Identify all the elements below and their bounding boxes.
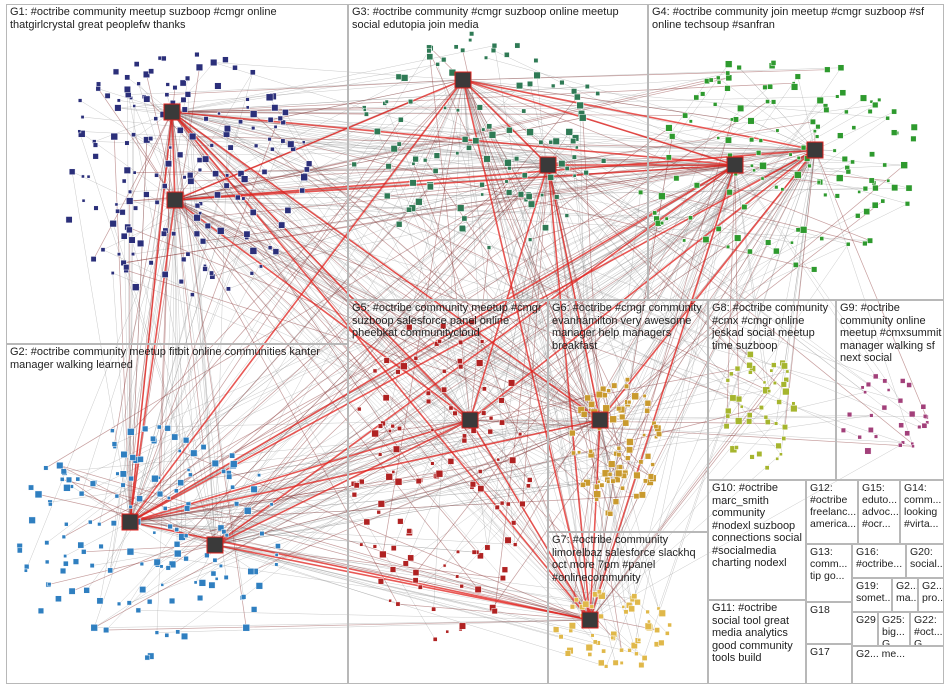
group-label-g21: G2... ma... xyxy=(896,580,915,604)
group-label-g12: G12: #octribe freelanc... america... xyxy=(810,482,855,530)
group-panel-g1: G1: #octribe community meetup suzboop #c… xyxy=(6,4,348,344)
group-panel-g24: G2... me... xyxy=(852,646,944,684)
group-label-g11: G11: #octribe social tool great media an… xyxy=(712,602,805,665)
group-panel-g12: G12: #octribe freelanc... america... xyxy=(806,480,858,544)
group-panel-g16: G16: #octribe... xyxy=(852,544,906,578)
group-label-g14: G14: comm... looking #virta... xyxy=(904,482,941,530)
group-panel-g25: G25: big... G... xyxy=(878,612,910,646)
group-panel-g18: G18 xyxy=(806,602,852,644)
group-label-g6: G6: #octribe #cmgr community evanhamilto… xyxy=(552,302,707,352)
group-panel-g2: G2: #octribe community meetup fitbit onl… xyxy=(6,344,348,684)
group-label-g20: G20: social... xyxy=(910,546,941,570)
group-panel-g4: G4: #octribe community join meetup #cmgr… xyxy=(648,4,944,300)
group-panel-g20: G20: social... xyxy=(906,544,944,578)
group-panel-g11: G11: #octribe social tool great media an… xyxy=(708,600,806,684)
group-label-g25: G25: big... G... xyxy=(882,614,907,646)
group-panel-g23: G2... pro... xyxy=(918,578,944,612)
group-label-g13: G13: comm... tip go... xyxy=(810,546,849,582)
group-panel-g19: G19: somet... xyxy=(852,578,892,612)
group-panel-g22: G22: #oct... G... xyxy=(910,612,944,646)
group-panel-g21: G2... ma... xyxy=(892,578,918,612)
group-label-g29: G29 xyxy=(856,614,875,626)
group-label-g10: G10: #octribe marc_smith community #node… xyxy=(712,482,805,570)
group-panel-g13: G13: comm... tip go... xyxy=(806,544,852,602)
group-panel-g3: G3: #octribe community #cmgr suzboop onl… xyxy=(348,4,648,300)
group-label-g15: G15: eduto... advoc... #ocr... xyxy=(862,482,897,530)
group-panel-g29: G29 xyxy=(852,612,878,646)
group-label-g17: G17 xyxy=(810,646,849,658)
group-label-g1: G1: #octribe community meetup suzboop #c… xyxy=(10,6,307,31)
group-panel-g14: G14: comm... looking #virta... xyxy=(900,480,944,544)
group-panel-g17: G17 xyxy=(806,644,852,684)
group-label-g24: G2... me... xyxy=(856,648,941,660)
group-label-g2: G2: #octribe community meetup fitbit onl… xyxy=(10,346,327,371)
group-label-g23: G2... pro... xyxy=(922,580,941,604)
group-panel-g7: G7: #octribe community limorelbaz salesf… xyxy=(548,532,708,684)
group-label-g7: G7: #octribe community limorelbaz salesf… xyxy=(552,534,707,584)
group-label-g3: G3: #octribe community #cmgr suzboop onl… xyxy=(352,6,647,31)
group-panel-g6: G6: #octribe #cmgr community evanhamilto… xyxy=(548,300,708,532)
group-panel-g8: G8: #octribe community #cmx #cmgr online… xyxy=(708,300,836,480)
group-label-g9: G9: #octribe community online meetup #cm… xyxy=(840,302,943,365)
group-panel-g5: G5: #octribe community meetup #cmgr suzb… xyxy=(348,300,548,684)
group-label-g4: G4: #octribe community join meetup #cmgr… xyxy=(652,6,943,31)
group-panel-g9: G9: #octribe community online meetup #cm… xyxy=(836,300,944,480)
group-label-g8: G8: #octribe community #cmx #cmgr online… xyxy=(712,302,835,352)
group-label-g19: G19: somet... xyxy=(856,580,889,604)
group-panel-g15: G15: eduto... advoc... #ocr... xyxy=(858,480,900,544)
group-panel-g10: G10: #octribe marc_smith community #node… xyxy=(708,480,806,600)
group-label-g18: G18 xyxy=(810,604,849,616)
group-label-g22: G22: #oct... G... xyxy=(914,614,941,646)
group-label-g16: G16: #octribe... xyxy=(856,546,903,570)
group-label-g5: G5: #octribe community meetup #cmgr suzb… xyxy=(352,302,547,340)
